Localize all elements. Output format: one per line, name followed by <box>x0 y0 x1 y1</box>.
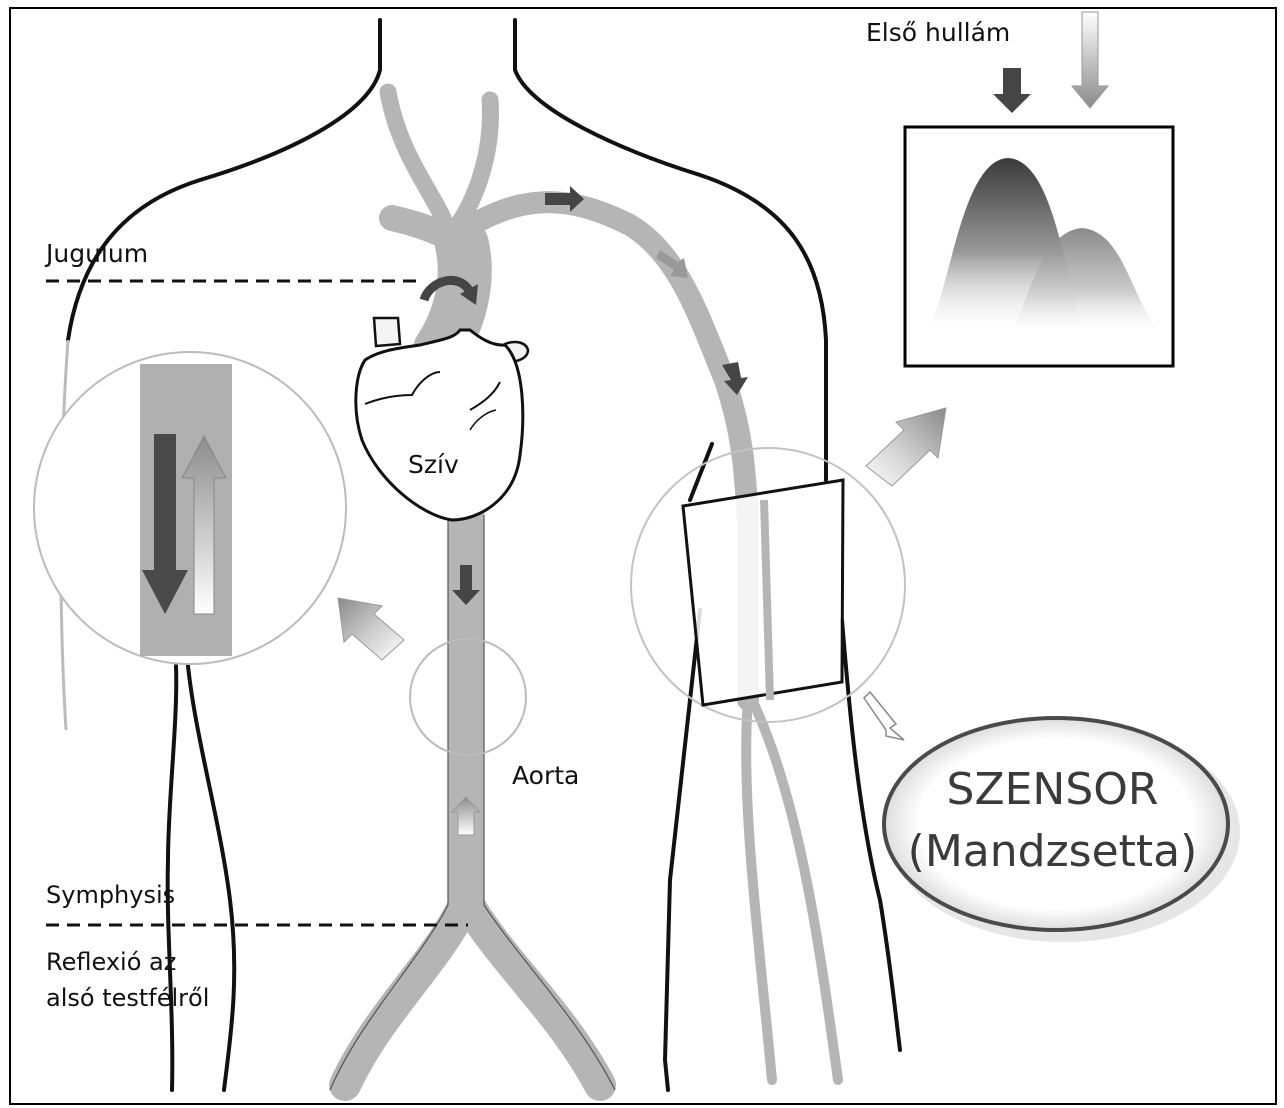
pointer-arrow-upper-right <box>866 408 946 486</box>
jugulum-label: Jugulum <box>46 241 148 266</box>
sensor-label-line1: SZENSOR <box>880 768 1225 812</box>
magnifier-vessel-band <box>140 364 232 656</box>
first-wave-label: Első hullám <box>866 20 1010 45</box>
sensor-label-line2: (Mandzsetta) <box>880 830 1225 874</box>
heart-icon <box>356 318 528 520</box>
reflection-label-line1: Reflexió az <box>46 950 176 974</box>
reflected-wave-arrow-icon <box>1072 12 1108 108</box>
symphysis-label: Symphysis <box>46 883 175 907</box>
pointer-arrow-lower-right <box>864 692 904 740</box>
aorta-label: Aorta <box>512 763 579 788</box>
pointer-arrow-left <box>338 598 404 660</box>
heart-label: Szív <box>408 452 459 477</box>
reflection-label-line2: alsó testfélről <box>46 986 209 1010</box>
sensor-ellipse <box>884 718 1228 930</box>
first-wave-arrow-icon <box>993 68 1031 113</box>
